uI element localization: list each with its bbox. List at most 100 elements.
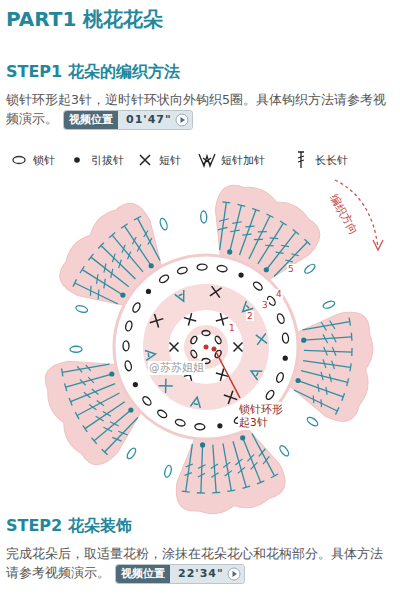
stitch-stem [243,436,261,484]
stitch-tick [184,473,192,476]
chain-symbol [159,217,169,230]
stitch-tick [281,243,289,249]
stitch-tick [246,454,255,461]
stitch-tick [88,376,94,384]
tall-stitch-symbol [274,234,311,284]
leader-dot [212,347,217,352]
callout-label-text: 锁针环形起3针 [239,403,283,428]
stitch-tick [103,425,112,435]
stitch-tick [218,224,228,233]
stitch-top [351,348,353,356]
stitch-stem [109,235,147,272]
stitch-stem [252,431,275,479]
play-triangle [232,571,237,577]
direction-label: 编织方向 [326,191,362,238]
legend-text: 引拔针 [91,153,124,168]
stitch-tick [317,384,320,392]
watermark-text: @苏苏姐姐 [149,361,204,373]
slip-stitch-dot [128,407,133,412]
stitch-stem [178,444,201,492]
step-heading-text: STEP2 花朵装饰 [6,516,132,535]
slip-stitch-dot [133,382,138,387]
stitch-tick [320,399,323,407]
spiral-band [188,329,224,365]
video-badge: 视频位置22'34" [116,565,244,583]
stitch-top [342,393,345,401]
chain-symbol [282,333,289,344]
stitch-stem [83,402,128,429]
stitch-top [350,363,351,371]
tall-stitch-symbol [296,381,345,401]
stitch-tick [323,347,329,356]
stitch-stem [233,440,246,488]
round-number: 2 [246,311,254,321]
stitch-stem [206,202,239,250]
single-crochet-symbol [170,343,179,352]
increase-symbol [249,367,263,381]
chain-symbol [190,335,198,344]
stitch-top [79,266,86,273]
slip-stitch-dot [227,249,232,254]
stitch-tick [112,434,121,444]
stitch-top [68,398,72,405]
stitch-tick [330,361,335,369]
stitch-tick [107,269,116,278]
stitch-tick [322,359,327,367]
stitch-top [237,203,245,208]
legend-symbol [290,151,312,169]
stitch-top [75,412,79,419]
callout-label: 锁针环形起3针 [238,402,294,430]
stitch-tick [80,378,86,386]
stitch-tick [118,428,127,438]
stitch-stem [303,361,351,368]
petal-stitch-group [289,296,359,431]
single-crochet-symbol [224,391,237,404]
tall-stitch-symbol [266,227,299,276]
single-crochet-symbol [184,313,196,325]
tall-stitch-symbol [245,214,273,261]
slip-stitch-symbol [74,157,80,163]
slip-stitch-dot [149,263,154,268]
stitch-tick [254,236,263,243]
chain-symbol [177,266,188,275]
stitch-stem [300,371,348,383]
stitch-top [98,243,104,249]
direction-label-text: 编织方向 [327,192,360,237]
slip-stitch-dot [295,378,300,383]
chain-symbol [158,274,170,284]
stitch-tick [197,473,205,477]
chain-symbol [306,416,319,428]
chain-symbol [13,157,25,164]
chain-symbol [322,300,335,310]
tall-stitch-symbol [59,348,109,386]
stitch-tick [94,290,104,300]
round-number: 3 [261,300,269,310]
round-number-text: 1 [229,323,235,333]
legend-item: 长长针 [290,151,348,169]
center-disc [114,255,298,439]
slip-stitch-dot [200,442,205,447]
single-crochet-symbol [216,313,228,325]
tall-stitch-symbol [89,410,138,445]
stitch-stem [91,254,129,291]
step-heading-text: STEP1 花朵的编织方法 [6,62,180,81]
stitch-tick [258,449,267,457]
chain-symbol [202,331,210,336]
stitch-tick [131,237,138,244]
stitch-top [252,208,260,212]
stitch-top [280,221,288,225]
tall-stitch-symbol [63,362,112,397]
stitch-tick [325,387,328,395]
stitch-tick [222,462,231,467]
slip-stitch-dot [120,292,125,297]
stitch-tick [110,254,118,263]
stitch-top [59,368,65,376]
stitch-top [109,232,115,238]
stitch-top [350,333,353,341]
stitch-tick [100,264,109,273]
stitch-tick [120,245,128,253]
stitch-stem [98,417,145,452]
chain-symbol [276,313,285,324]
chain-symbol [156,409,168,419]
round-number-text: 3 [262,300,268,310]
